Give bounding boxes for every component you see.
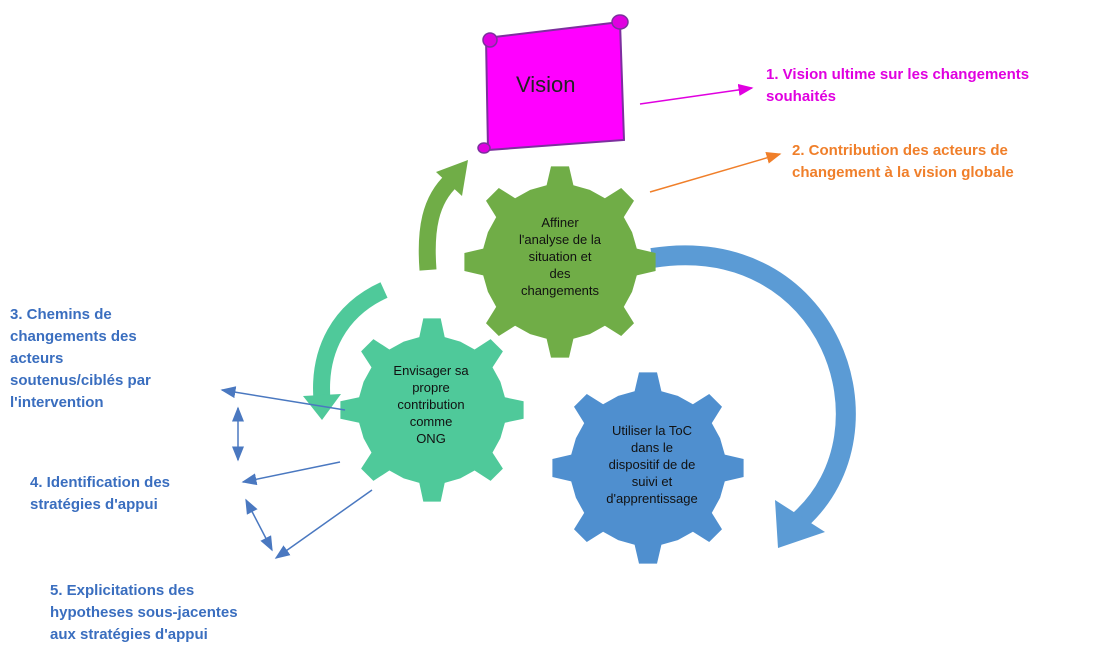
- gear-left-shape: [340, 318, 524, 502]
- cycle-arrow-teal: [313, 282, 388, 401]
- label-line: stratégies d'appui: [30, 496, 158, 513]
- gear-analyse-line: situation et: [528, 249, 592, 264]
- gear-top-shape: [464, 166, 656, 358]
- label-line: soutenus/ciblés par: [10, 372, 151, 389]
- gear-analyse-line: changements: [520, 283, 600, 298]
- gear-contribution-line: contribution: [397, 397, 465, 412]
- label-explicitations-hypotheses: 5. Explicitations des hypotheses sous-ja…: [50, 580, 238, 646]
- gear-contribution-line: Envisager sa: [393, 363, 469, 378]
- vision-scroll: [477, 14, 629, 154]
- gear-suivi-line: Utiliser la ToC: [612, 423, 692, 438]
- gear-suivi-line: d'apprentissage: [606, 491, 698, 506]
- label-vision-ultime: 1. Vision ultime sur les changements sou…: [766, 64, 1029, 108]
- gear-contribution-line: ONG: [416, 431, 446, 446]
- label-line: 3. Chemins de: [10, 306, 112, 323]
- gear-suivi-text: Utiliser la ToC dans le dispositif de de…: [587, 422, 717, 507]
- label-line: 1. Vision ultime sur les changements: [766, 66, 1030, 83]
- label-line: aux stratégies d'appui: [50, 626, 208, 643]
- arrow-to-label-5: [274, 489, 373, 559]
- gear-analyse: [464, 166, 656, 358]
- label-identification-strategies: 4. Identification des stratégies d'appui: [30, 472, 170, 516]
- label-line: acteurs: [10, 350, 64, 367]
- arrow-link-4-5: [245, 498, 273, 552]
- label-line: changement à la vision globale: [792, 164, 1014, 181]
- arrow-to-label-3: [220, 386, 346, 411]
- arrow-to-label-2: [649, 152, 782, 193]
- gear-contribution: [340, 318, 524, 502]
- label-line: 2. Contribution des acteurs de: [792, 142, 1008, 159]
- label-line: 4. Identification des: [30, 474, 171, 491]
- label-line: 5. Explicitations des: [50, 582, 195, 599]
- arrow-to-label-1: [639, 83, 754, 105]
- gear-contribution-line: propre: [412, 380, 450, 395]
- label-chemins-changements: 3. Chemins de changements des acteurs so…: [10, 304, 151, 414]
- label-line: souhaités: [766, 88, 837, 105]
- arrow-to-label-4: [241, 461, 341, 486]
- gear-right-shape: [552, 372, 744, 564]
- gear-analyse-line: l'analyse de la: [519, 232, 601, 247]
- gear-suivi-line: dans le: [631, 440, 673, 455]
- label-contribution-acteurs: 2. Contribution des acteurs de changemen…: [792, 140, 1014, 184]
- cycle-arrow-blue-head: [775, 500, 825, 548]
- label-line: hypotheses sous-jacentes: [50, 604, 238, 621]
- gear-contribution-line: comme: [409, 414, 453, 429]
- gear-analyse-line: Affiner: [541, 215, 579, 230]
- gear-suivi: [552, 372, 744, 564]
- gear-contribution-text: Envisager sa propre contribution comme O…: [376, 362, 486, 447]
- gear-suivi-line: suivi et: [631, 474, 673, 489]
- vision-title: Vision: [516, 72, 576, 97]
- label-line: l'intervention: [10, 394, 104, 411]
- cycle-arrow-green: [418, 173, 459, 271]
- gear-analyse-line: des: [549, 266, 571, 281]
- cycle-arrow-blue: [650, 245, 856, 528]
- label-line: changements des: [10, 328, 137, 345]
- cycle-arrow-green-head: [436, 160, 468, 196]
- gear-suivi-line: dispositif de de: [608, 457, 696, 472]
- gear-analyse-text: Affiner l'analyse de la situation et des…: [495, 214, 625, 299]
